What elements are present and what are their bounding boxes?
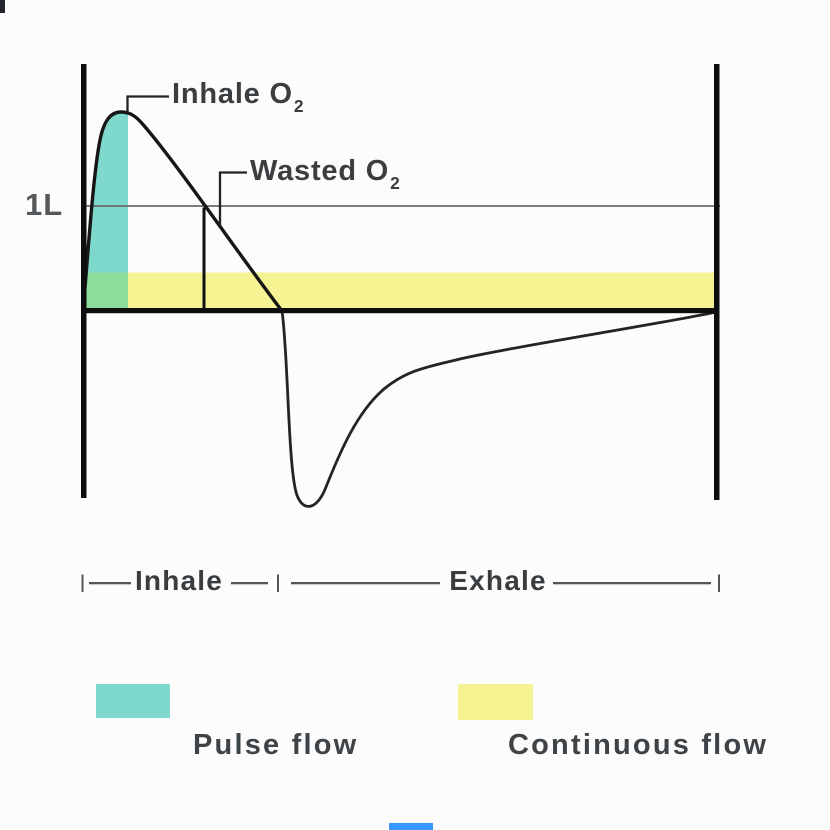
phase-dash-exhale-right [553,582,711,585]
phase-dash-inhale-left [89,582,131,585]
phase-tick-middle [277,574,279,592]
continuous-flow-band [84,272,716,309]
pulse-flow-area [83,112,128,311]
baseline-axis [81,308,720,314]
inhale-o2-annotation-subscript: 2 [293,95,305,116]
inhale-curve [81,110,284,313]
progress-bar-fragment [389,823,433,830]
y-axis-tick-label: 1L [25,187,64,222]
phase-label-inhale: Inhale [134,565,224,596]
wasted-o2-leader-line [218,171,247,226]
wasted-o2-annotation-subscript: 2 [390,172,401,193]
inhale-o2-annotation-text: Inhale O [172,78,293,110]
inhale-o2-leader-line [126,95,169,113]
phase-dash-exhale-left [291,582,440,585]
phase-tick-left [81,574,84,592]
wasted-o2-annotation: Wasted O2 [250,155,401,193]
corner-artifact [0,0,5,13]
left-axis [81,64,87,498]
continuous-flow-swatch [458,684,533,720]
continuous-flow-legend-label: Continuous flow [508,729,769,761]
overlap-area [84,272,128,309]
inhale-o2-annotation: Inhale O2 [172,78,305,116]
right-axis [714,64,720,500]
phase-label-exhale: Exhale [449,565,547,596]
phase-tick-right [718,574,720,592]
wasted-o2-annotation-text: Wasted O [250,155,390,187]
pulse-flow-swatch [96,684,170,718]
pulse-flow-legend-label: Pulse flow [193,729,359,761]
exhale-curve [280,309,716,508]
phase-dash-inhale-right [231,582,268,585]
